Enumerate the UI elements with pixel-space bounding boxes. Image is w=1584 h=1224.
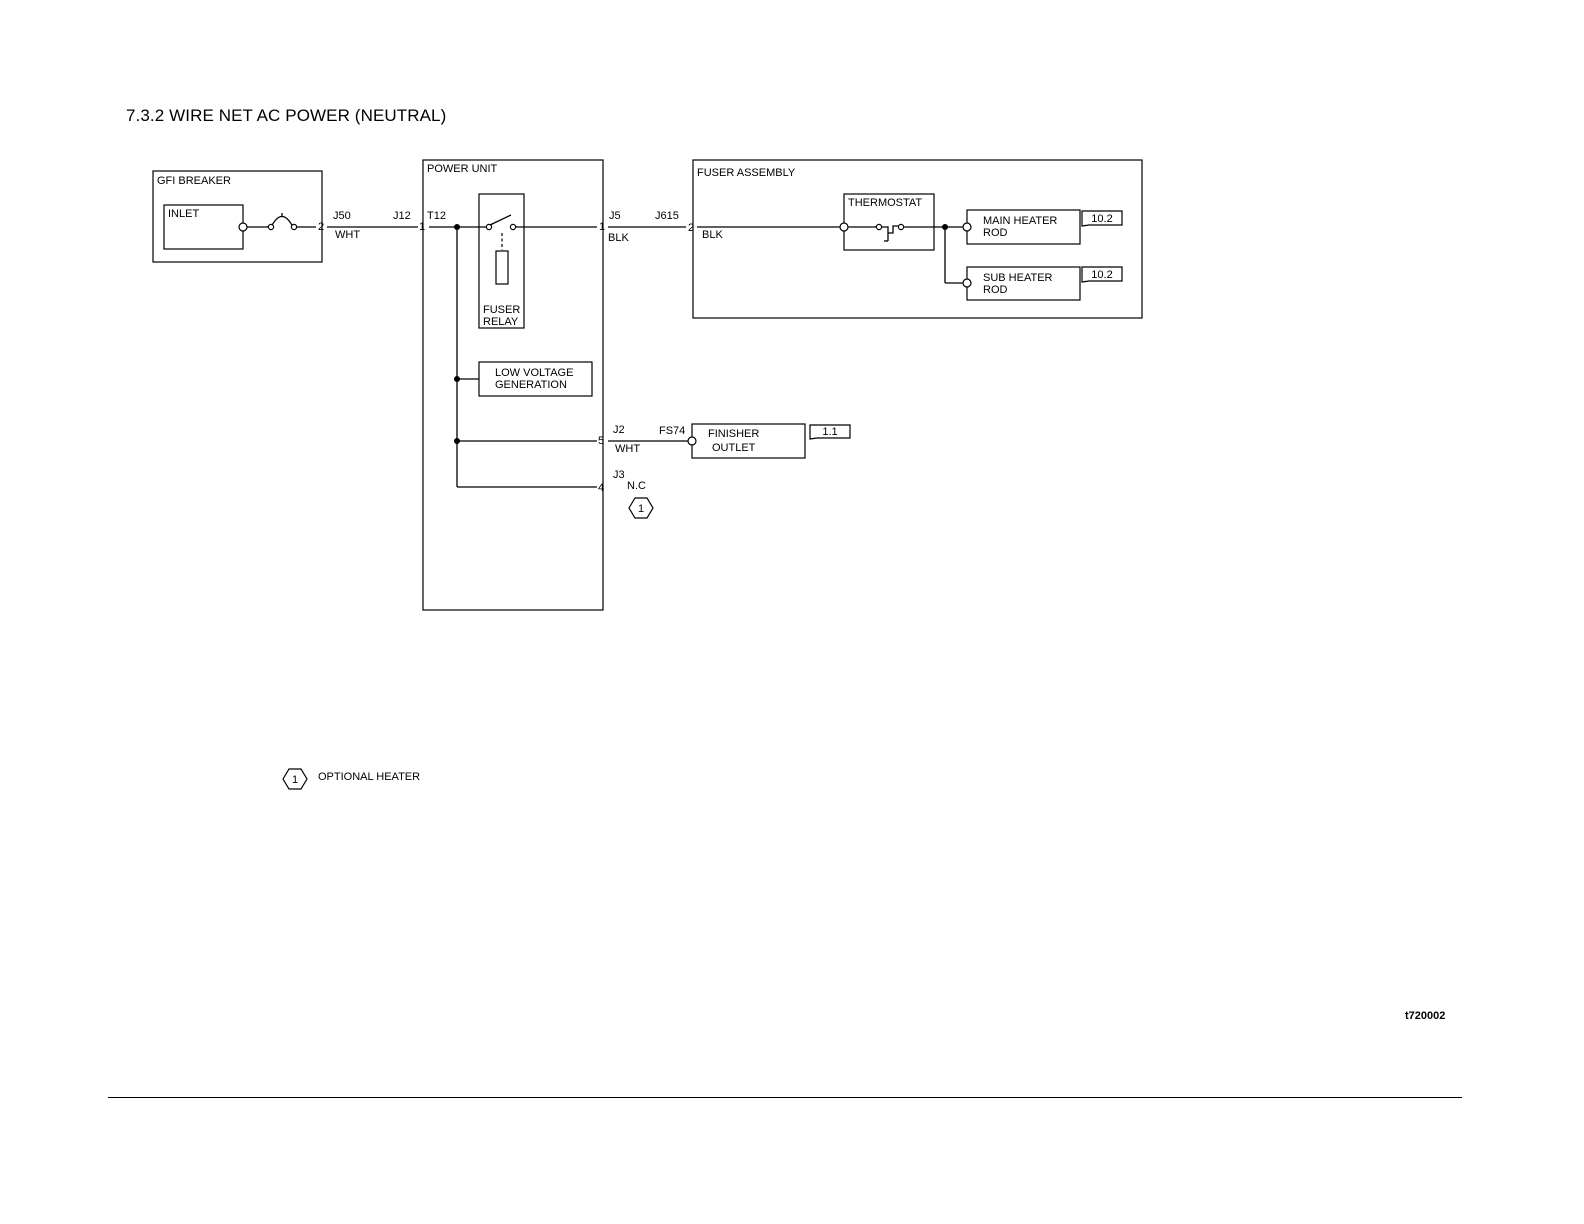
conn-j12: J12 (393, 210, 411, 222)
not-connected-label: N.C (627, 480, 646, 492)
wire-color-wht: WHT (335, 229, 360, 241)
thermostat-label: THERMOSTAT (848, 197, 922, 209)
sub-heater-label-2: ROD (983, 284, 1008, 296)
main-heater-ref: 10.2 (1091, 213, 1112, 225)
conn-j2: J2 (613, 424, 625, 436)
figure-id: t720002 (1405, 1010, 1445, 1022)
power-unit-label: POWER UNIT (427, 163, 498, 175)
lvg-label-2: GENERATION (495, 379, 567, 391)
finisher-outlet: FINISHER OUTLET 1.1 (688, 424, 850, 458)
j3-pin: 4 (598, 482, 604, 494)
legend-text: OPTIONAL HEATER (318, 771, 420, 783)
fuser-assembly-box (693, 160, 1142, 318)
finisher-label-2: OUTLET (712, 442, 756, 454)
thermostat-contact (881, 226, 899, 233)
conn-j5: J5 (609, 210, 621, 222)
relay-switch (490, 215, 511, 225)
inlet-terminal (239, 223, 247, 231)
relay-coil (496, 251, 508, 284)
conn-j50: J50 (333, 210, 351, 222)
wire-color-blk: BLK (608, 232, 629, 244)
j5-pin: 1 (599, 221, 605, 233)
legend-marker: 1 (292, 774, 298, 786)
fuser-relay-label-2: RELAY (483, 316, 519, 328)
main-heater-label-2: ROD (983, 227, 1008, 239)
gfi-breaker: GFI BREAKER INLET 2 (153, 171, 324, 262)
svg-text:1: 1 (638, 503, 644, 515)
main-heater-label-1: MAIN HEATER (983, 215, 1057, 227)
finisher-label-1: FINISHER (708, 428, 759, 440)
wire-color-wht-2: WHT (615, 443, 640, 455)
finisher-ref: 1.1 (822, 426, 837, 438)
thermostat-terminal (840, 223, 848, 231)
sub-heater-label-1: SUB HEATER (983, 272, 1053, 284)
fuser-relay-label-1: FUSER (483, 304, 520, 316)
power-unit: POWER UNIT T12 FUSER RELAY LOW VOLTAGE G… (423, 160, 605, 610)
inlet-label: INLET (168, 208, 199, 220)
j2-pin: 5 (598, 435, 604, 447)
breaker-contact (271, 217, 293, 228)
conn-j615: J615 (655, 210, 679, 222)
terminal-t12: T12 (427, 210, 446, 222)
fuser-assembly-label: FUSER ASSEMBLY (697, 167, 796, 179)
sub-heater-ref: 10.2 (1091, 269, 1112, 281)
lvg-label-1: LOW VOLTAGE (495, 367, 573, 379)
fuser-assembly: FUSER ASSEMBLY BLK THERMOSTAT MAIN HEATE… (693, 160, 1142, 318)
conn-fs74: FS74 (659, 425, 685, 437)
gfi-pin: 2 (318, 221, 324, 233)
power-unit-in-pin: 1 (419, 221, 425, 233)
fuser-wire-blk: BLK (702, 229, 723, 241)
breaker-terminal-b (291, 224, 296, 229)
breaker-terminal-a (268, 224, 273, 229)
conn-j3: J3 (613, 469, 625, 481)
footer-rule (108, 1097, 1462, 1098)
gfi-breaker-label: GFI BREAKER (157, 175, 231, 187)
note-marker-1: 1 (629, 498, 653, 518)
legend-optional-heater: 1 OPTIONAL HEATER (283, 769, 420, 789)
